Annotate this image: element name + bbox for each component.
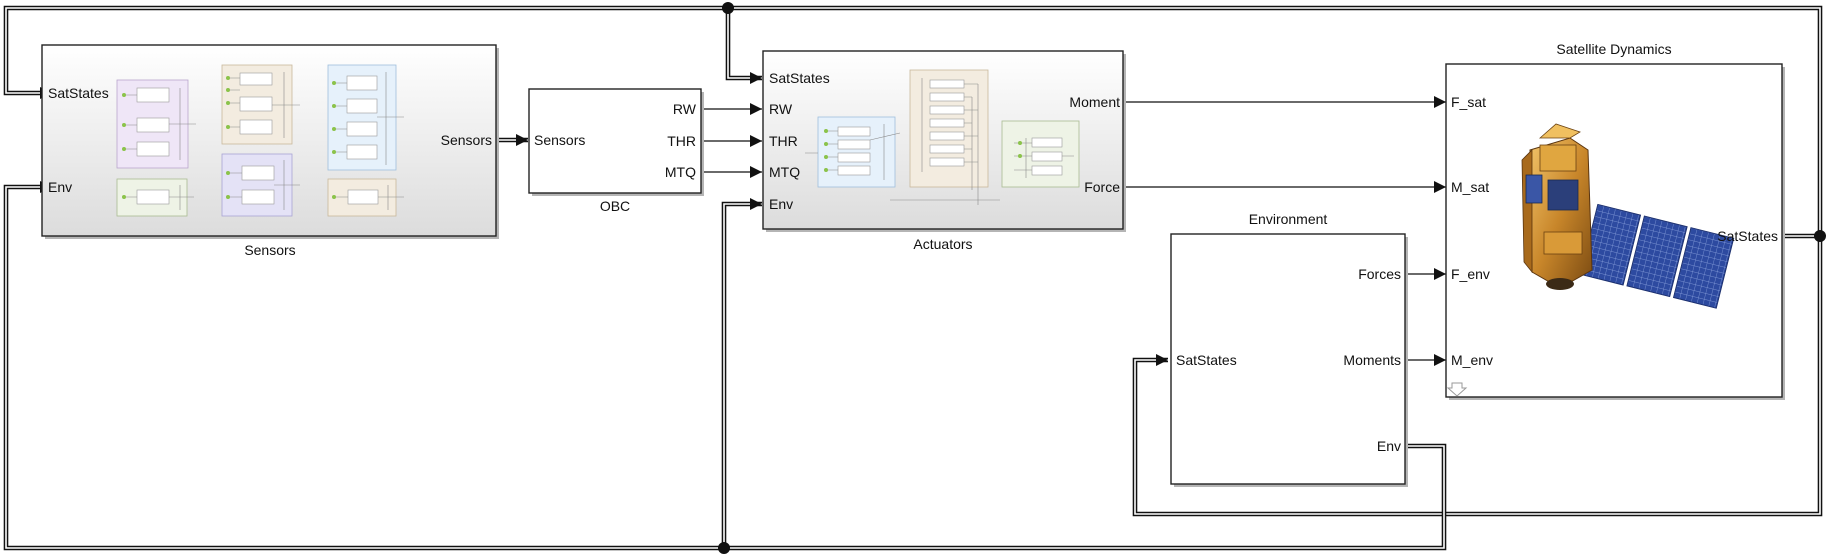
actuators-port-force: Force: [1084, 179, 1120, 195]
satellite-dynamics-block-label: Satellite Dynamics: [1556, 41, 1671, 57]
branch-point-bottom: [718, 542, 730, 554]
sensors-block[interactable]: SatStates Env Sensors Sensors: [41, 44, 499, 258]
satdyn-port-f-sat: F_sat: [1451, 94, 1486, 110]
actuators-block-label: Actuators: [913, 236, 972, 252]
environment-port-env: Env: [1377, 438, 1401, 454]
satdyn-port-f-env: F_env: [1451, 266, 1490, 282]
satdyn-port-m-env: M_env: [1451, 352, 1493, 368]
sensors-block-label: Sensors: [244, 242, 295, 258]
actuators-port-thr: THR: [769, 133, 798, 149]
sensors-port-sensors-out: Sensors: [441, 132, 492, 148]
environment-block-label: Environment: [1249, 211, 1328, 227]
actuators-port-rw: RW: [769, 101, 793, 117]
actuators-port-mtq: MTQ: [769, 164, 800, 180]
env-bus-to-actuators[interactable]: [721, 201, 762, 548]
branch-point-right: [1814, 230, 1826, 242]
obc-port-sensors: Sensors: [534, 132, 585, 148]
actuators-port-satstates: SatStates: [769, 70, 830, 86]
environment-port-forces: Forces: [1358, 266, 1401, 282]
actuators-mini-content: [805, 69, 1080, 205]
sensors-port-satstates: SatStates: [48, 85, 109, 101]
signal-lines: [3, 2, 1826, 554]
sensors-mini-content: [116, 64, 404, 217]
obc-port-thr: THR: [667, 133, 696, 149]
actuators-port-moment: Moment: [1069, 94, 1120, 110]
satstates-bus-to-actuators[interactable]: [725, 8, 762, 81]
obc-block[interactable]: Sensors RW THR MTQ OBC: [528, 88, 704, 214]
actuators-block[interactable]: SatStates RW THR MTQ Env Moment Force Ac…: [762, 50, 1126, 252]
satdyn-port-m-sat: M_sat: [1451, 179, 1489, 195]
satdyn-port-satstates: SatStates: [1717, 228, 1778, 244]
obc-port-mtq: MTQ: [665, 164, 696, 180]
environment-port-satstates: SatStates: [1176, 352, 1237, 368]
environment-port-moments: Moments: [1343, 352, 1401, 368]
satellite-image: [1521, 123, 1735, 309]
sensors-port-env: Env: [48, 179, 72, 195]
environment-block[interactable]: SatStates Forces Moments Env Environment: [1170, 211, 1408, 487]
satellite-dynamics-block[interactable]: F_sat M_sat F_env M_env SatStates Satell…: [1445, 41, 1785, 400]
mask-arrow-icon[interactable]: [1446, 382, 1468, 397]
obc-block-label: OBC: [600, 198, 630, 214]
actuators-port-env: Env: [769, 196, 793, 212]
obc-port-rw: RW: [673, 101, 697, 117]
branch-point-top: [722, 2, 734, 14]
